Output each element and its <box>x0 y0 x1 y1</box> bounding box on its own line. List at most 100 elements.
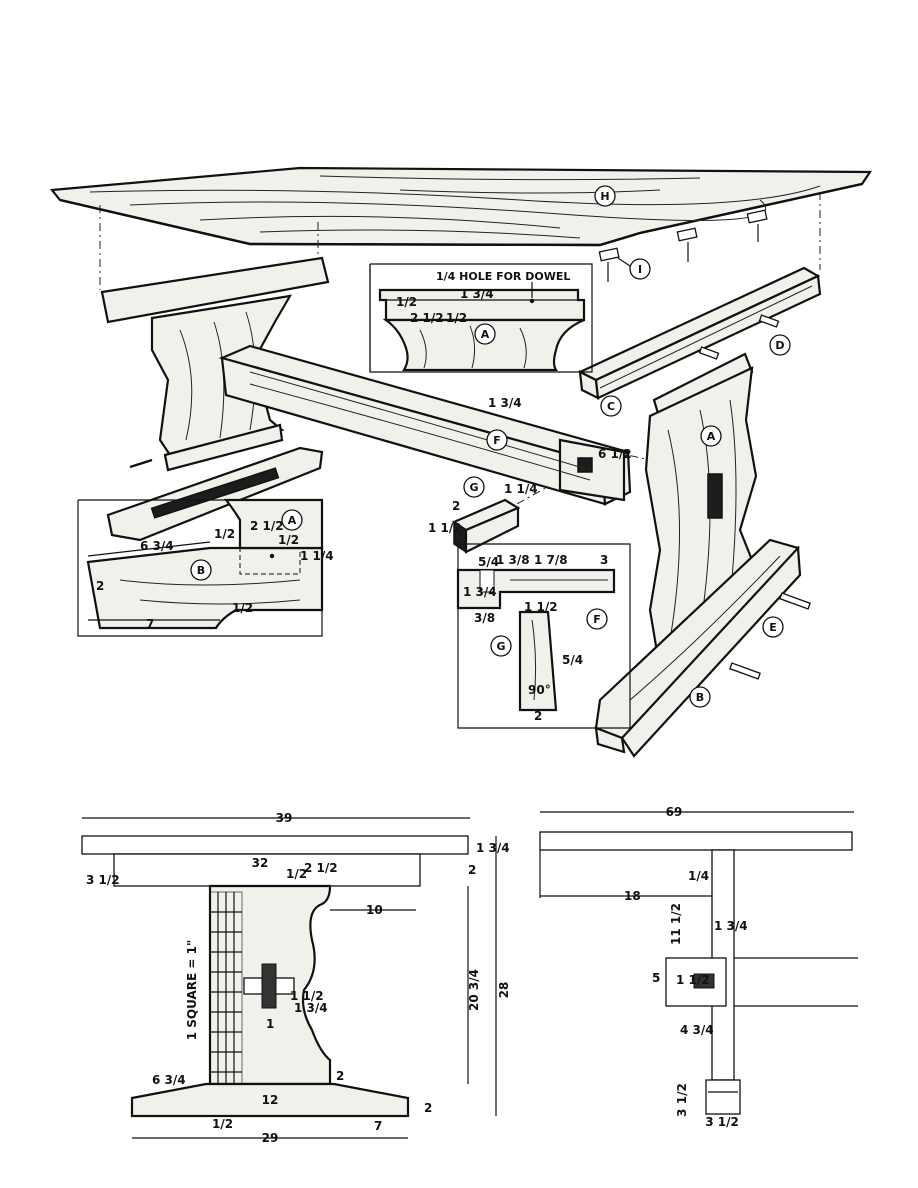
dim-front-foot-length: 29 <box>262 1131 279 1145</box>
dim-side-leg-width: 1 3/4 <box>714 919 748 933</box>
dim-front-foot-height: 2 <box>424 1101 432 1115</box>
dim-b-4: 1/2 <box>278 533 299 547</box>
label-circle-leg <box>700 425 722 447</box>
dim-f-2: 1 7/8 <box>534 553 568 567</box>
front-mortise-vertical <box>261 963 277 1009</box>
dim-a-3: 2 1/2 <box>410 311 444 325</box>
dim-front-notch: 10 <box>366 903 383 917</box>
note-grid-scale: 1 SQUARE = 1" <box>185 940 199 1040</box>
dim-stretcher-mortise: 6 1/2 <box>598 447 632 461</box>
dim-wedge-thick: 1 1/4 <box>504 482 538 496</box>
label-top: H <box>600 190 609 203</box>
exploded-view: H I <box>49 166 873 758</box>
front-top <box>81 835 469 855</box>
dim-a-2: 1 3/4 <box>460 287 494 301</box>
dim-front-top-thick: 1 3/4 <box>476 841 510 855</box>
detail-foot: 6 3/4 2 1/2 1/2 1/2 1 1/4 2 7 1/2 A B <box>77 498 334 637</box>
dim-front-leg-height: 20 3/4 <box>467 969 481 1011</box>
label-circle-hardware <box>629 258 651 280</box>
label-leg: A <box>707 430 716 443</box>
dim-f-6: 1 1/2 <box>524 600 558 614</box>
label-circle-wedge <box>463 476 485 498</box>
label-hardware: I <box>638 263 642 276</box>
dim-front-cleat: 32 <box>252 856 269 870</box>
dim-b-8: 1/2 <box>232 601 253 615</box>
label-dowel-top: D <box>775 339 784 352</box>
dim-front-foot-step: 7 <box>374 1119 382 1133</box>
dim-stretcher-depth: 1 3/4 <box>488 396 522 410</box>
label-detail-b-a: A <box>288 514 297 527</box>
dim-f-1: 1 3/8 <box>496 553 530 567</box>
tabletop-fastener-clips <box>598 209 768 282</box>
dim-f-5: 3/8 <box>474 611 495 625</box>
label-detail-b-b: B <box>197 564 205 577</box>
label-circle-detail-b-b <box>190 559 212 581</box>
dim-wedge-height: 1 1/2 <box>428 521 462 535</box>
dim-f-4: 1 3/4 <box>463 585 497 599</box>
label-circle-detail-g <box>490 635 512 657</box>
dim-side-tenon-h: 1 1/2 <box>676 973 710 987</box>
dim-side-length: 69 <box>666 805 683 819</box>
label-wedge: G <box>469 481 478 494</box>
dim-f-8: 90° <box>528 683 551 697</box>
dim-front-cleat-h: 2 <box>468 863 476 877</box>
detail-stretcher-wedge: 1 3/8 1 7/8 3 1 3/4 3/8 1 1/2 5/4 90° 2 … <box>456 543 631 729</box>
label-stretcher: F <box>493 434 501 447</box>
tabletop-drawing <box>49 166 873 247</box>
dim-front-foot-end: 6 3/4 <box>152 1073 186 1087</box>
label-circle-detail-f <box>586 608 608 630</box>
label-detail-g: G <box>496 640 505 653</box>
label-detail-a: A <box>481 328 490 341</box>
label-circle-dowel-top <box>769 334 791 356</box>
label-circle-top <box>594 185 616 207</box>
dim-b-6: 2 <box>96 579 104 593</box>
dim-a-4: 1/2 <box>446 311 467 325</box>
dim-f-7: 5/4 <box>562 653 583 667</box>
detail-leg-top: 1/4 HOLE FOR DOWEL 1/2 1 3/4 2 1/2 1/2 A <box>369 263 593 373</box>
dim-front-overhang: 3 1/2 <box>86 873 120 887</box>
cleat-drawing <box>577 266 822 400</box>
front-cleat <box>113 853 421 887</box>
dim-wedge-width: 2 <box>452 499 460 513</box>
dim-front-dowel-a: 1/2 <box>286 867 307 881</box>
dowel-foot-drawing <box>779 592 811 610</box>
dim-b-1: 6 3/4 <box>140 539 174 553</box>
side-foot <box>705 1079 741 1115</box>
side-elevation: 69 18 1/4 11 1/2 1 3/4 5 1 1/2 4 3/4 3 1… <box>539 805 858 1129</box>
label-foot: B <box>696 691 704 704</box>
dim-front-foot-center: 12 <box>262 1093 279 1107</box>
dim-b-5: 1 1/4 <box>300 549 334 563</box>
dim-side-stretcher-off: 4 3/4 <box>680 1023 714 1037</box>
label-circle-stretcher <box>486 429 508 451</box>
label-circle-cleat <box>600 395 622 417</box>
dim-f-3: 3 <box>600 553 608 567</box>
dim-f-9: 2 <box>534 709 542 723</box>
dim-front-waist: 2 <box>336 1069 344 1083</box>
dim-front-tenon: 1 <box>266 1017 274 1031</box>
dim-front-width: 39 <box>276 811 293 825</box>
front-foot <box>130 1082 410 1118</box>
label-detail-f: F <box>593 613 601 626</box>
dowel-top-drawing <box>758 314 780 328</box>
dim-b-7: 7 <box>146 617 154 631</box>
side-top <box>539 831 853 851</box>
dim-side-cleat-offset: 18 <box>624 889 641 903</box>
label-circle-detail-b-a <box>281 509 303 531</box>
dim-side-foot-w: 3 1/2 <box>705 1115 739 1129</box>
dim-wedge-length: 5/4 <box>478 555 499 569</box>
dim-side-top-gap: 1/4 <box>688 869 709 883</box>
label-dowel-foot: E <box>769 621 777 634</box>
label-circle-foot <box>689 686 711 708</box>
note-dowel-hole: 1/4 HOLE FOR DOWEL <box>436 270 570 283</box>
dim-a-1: 1/2 <box>396 295 417 309</box>
label-circle-detail-a <box>474 323 496 345</box>
dim-front-mortise-h: 1 1/2 <box>290 989 324 1003</box>
dim-b-2: 2 1/2 <box>250 519 284 533</box>
dim-b-3: 1/2 <box>214 527 235 541</box>
dim-front-dowel-b: 2 1/2 <box>304 861 338 875</box>
front-elevation: 39 1 3/4 32 3 1/2 1/2 2 1/2 2 10 1 SQUAR… <box>81 811 511 1145</box>
dim-side-foot-h: 3 1/2 <box>675 1083 689 1117</box>
stretcher-drawing <box>218 344 632 506</box>
label-circle-dowel-foot <box>762 616 784 638</box>
